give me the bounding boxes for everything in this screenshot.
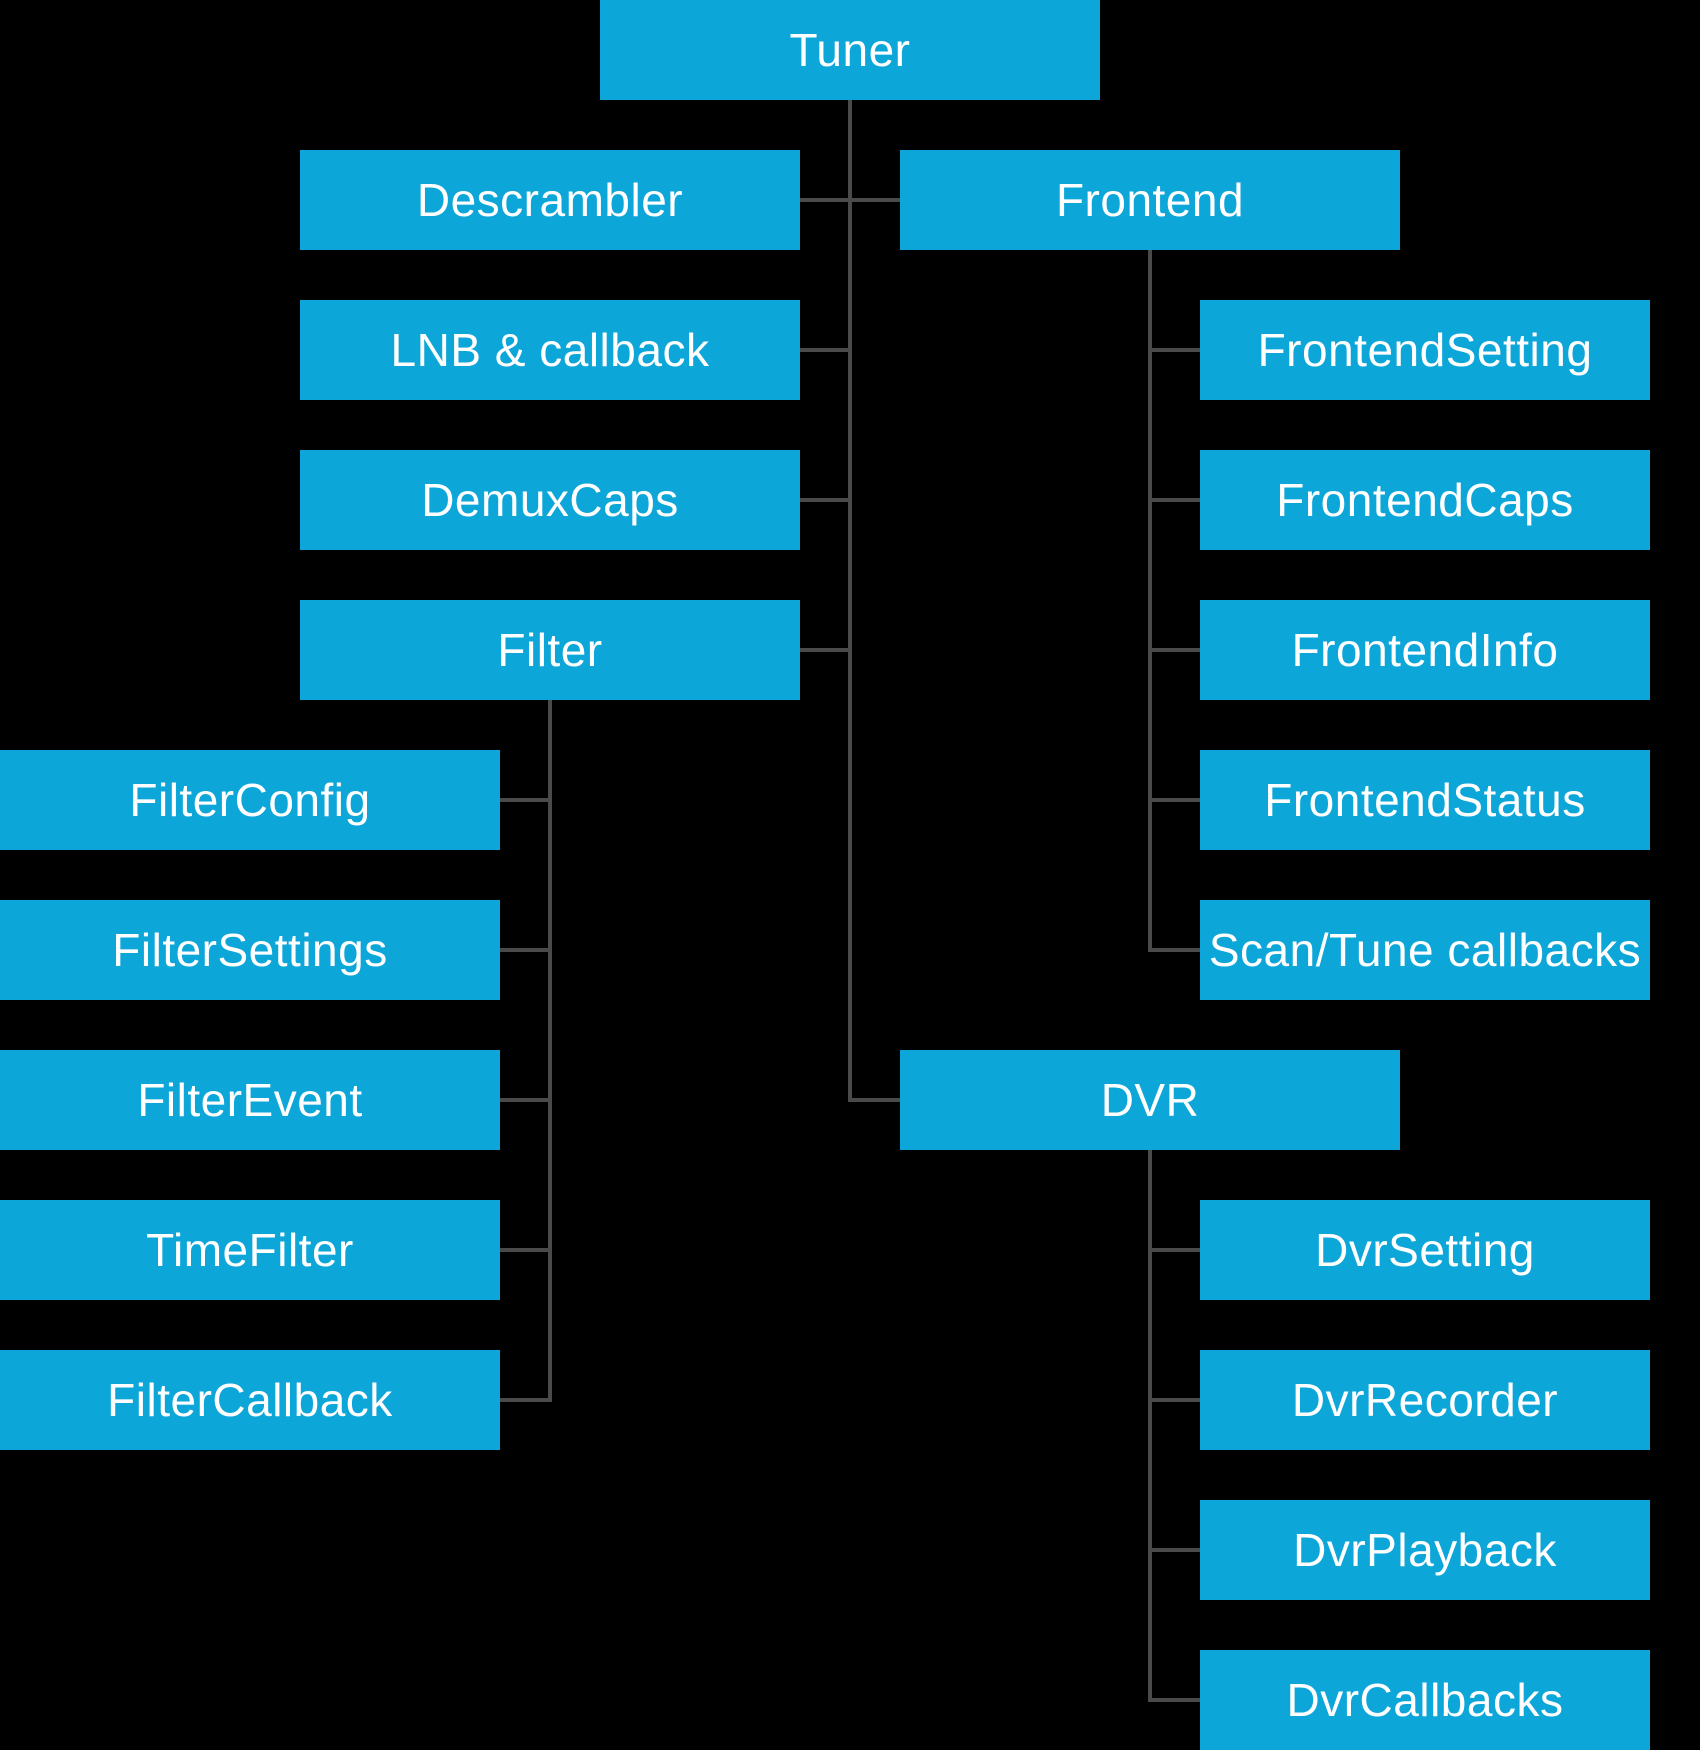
- node-label: FrontendCaps: [1276, 474, 1574, 526]
- node-dvr-callbacks: DvrCallbacks: [1200, 1650, 1650, 1750]
- connector-segment: [1148, 1698, 1200, 1702]
- connector-segment: [800, 648, 852, 652]
- connector-segment: [848, 100, 852, 1102]
- node-tuner: Tuner: [600, 0, 1100, 100]
- connector-segment: [548, 700, 552, 1402]
- node-scan-tune-callbacks: Scan/Tune callbacks: [1200, 900, 1650, 1000]
- node-label: DvrRecorder: [1291, 1374, 1559, 1426]
- node-label: DvrCallbacks: [1286, 1674, 1564, 1726]
- connector-segment: [1148, 1398, 1200, 1402]
- node-label: FrontendStatus: [1264, 774, 1586, 826]
- node-label: FilterEvent: [137, 1074, 363, 1126]
- node-label: TimeFilter: [146, 1224, 354, 1276]
- connector-segment: [848, 1098, 900, 1102]
- node-label: DemuxCaps: [421, 474, 679, 526]
- node-label: DvrSetting: [1315, 1224, 1535, 1276]
- connector-segment: [1148, 250, 1152, 952]
- connector-segment: [500, 1398, 552, 1402]
- node-label: FilterSettings: [112, 924, 388, 976]
- node-frontend-caps: FrontendCaps: [1200, 450, 1650, 550]
- node-frontend-status: FrontendStatus: [1200, 750, 1650, 850]
- node-label: DvrPlayback: [1293, 1524, 1557, 1576]
- node-label: FilterConfig: [129, 774, 371, 826]
- node-filter-event: FilterEvent: [0, 1050, 500, 1150]
- connector-segment: [500, 948, 552, 952]
- connector-segment: [800, 348, 852, 352]
- connector-segment: [500, 1248, 552, 1252]
- connector-segment: [1148, 948, 1200, 952]
- node-descrambler: Descrambler: [300, 150, 800, 250]
- node-label: FilterCallback: [107, 1374, 393, 1426]
- connector-segment: [500, 798, 552, 802]
- node-frontend-setting: FrontendSetting: [1200, 300, 1650, 400]
- connector-segment: [1148, 348, 1200, 352]
- connector-segment: [500, 1098, 552, 1102]
- node-label: LNB & callback: [390, 324, 710, 376]
- node-demux-caps: DemuxCaps: [300, 450, 800, 550]
- node-label: Descrambler: [416, 174, 684, 226]
- connector-segment: [1148, 498, 1200, 502]
- node-dvr-setting: DvrSetting: [1200, 1200, 1650, 1300]
- node-time-filter: TimeFilter: [0, 1200, 500, 1300]
- node-label: Filter: [497, 624, 603, 676]
- connector-segment: [1148, 648, 1200, 652]
- node-filter-config: FilterConfig: [0, 750, 500, 850]
- node-label: FrontendInfo: [1291, 624, 1559, 676]
- node-label: Tuner: [789, 24, 911, 76]
- node-dvr-playback: DvrPlayback: [1200, 1500, 1650, 1600]
- node-label: DVR: [1100, 1074, 1200, 1126]
- node-filter-callback: FilterCallback: [0, 1350, 500, 1450]
- node-filter: Filter: [300, 600, 800, 700]
- connector-segment: [1148, 798, 1200, 802]
- node-label: Scan/Tune callbacks: [1208, 924, 1642, 976]
- connector-segment: [1148, 1548, 1200, 1552]
- node-lnb-callback: LNB & callback: [300, 300, 800, 400]
- node-dvr: DVR: [900, 1050, 1400, 1150]
- connector-segment: [800, 198, 900, 202]
- node-label: Frontend: [1055, 174, 1245, 226]
- connector-segment: [1148, 1150, 1152, 1702]
- connector-segment: [1148, 1248, 1200, 1252]
- node-dvr-recorder: DvrRecorder: [1200, 1350, 1650, 1450]
- node-filter-settings: FilterSettings: [0, 900, 500, 1000]
- node-frontend: Frontend: [900, 150, 1400, 250]
- connector-segment: [800, 498, 852, 502]
- node-label: FrontendSetting: [1257, 324, 1593, 376]
- node-frontend-info: FrontendInfo: [1200, 600, 1650, 700]
